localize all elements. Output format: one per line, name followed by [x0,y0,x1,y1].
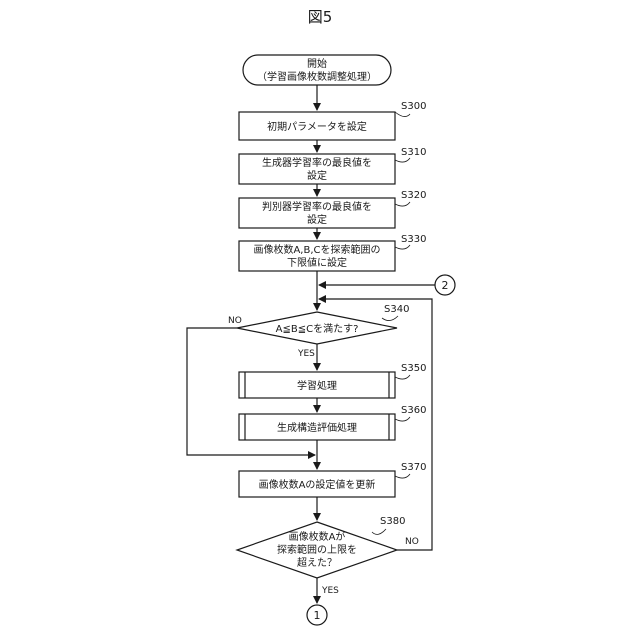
decision-s380-line3: 超えた？ [297,556,337,569]
start-label: 開始 [307,57,327,70]
decision-s380-line1: 画像枚数Aが [289,530,346,543]
decision-s380-id: S380 [380,516,405,527]
decision-s380-yes: YES [321,586,339,596]
step-s320-line2: 設定 [307,213,327,226]
step-s360-label: 生成構造評価処理 [277,421,357,434]
decision-s340-no: NO [228,316,242,326]
step-s320-id: S320 [401,190,426,201]
step-s370-label: 画像枚数Aの設定値を更新 [259,478,376,491]
step-s310-id: S310 [401,147,426,158]
step-s330-id: S330 [401,234,426,245]
step-s300-label: 初期パラメータを設定 [267,120,367,133]
step-s360-id: S360 [401,405,426,416]
step-s330-line1: 画像枚数A,B,Cを探索範囲の [253,243,380,256]
connector-1-label: 1 [314,609,321,622]
step-s310-line1: 生成器学習率の最良値を [262,156,372,169]
start-sublabel: （学習画像枚数調整処理） [257,70,377,83]
step-s320-line1: 判別器学習率の最良値を [262,200,372,213]
connector-2-label: 2 [442,279,449,292]
step-s310-line2: 設定 [307,169,327,182]
step-s370-id: S370 [401,462,426,473]
decision-s380-no: NO [405,537,419,547]
decision-s380-line2: 探索範囲の上限を [277,543,357,556]
step-s350-id: S350 [401,363,426,374]
step-s330-line2: 下限値に設定 [287,256,347,269]
decision-s340-id: S340 [384,304,409,315]
decision-s340-yes: YES [297,349,315,359]
figure-title: 図5 [308,8,333,26]
step-s350-label: 学習処理 [297,379,337,392]
decision-s340-label: A≦B≦Cを満たす? [276,323,359,335]
step-s300-id: S300 [401,101,426,112]
